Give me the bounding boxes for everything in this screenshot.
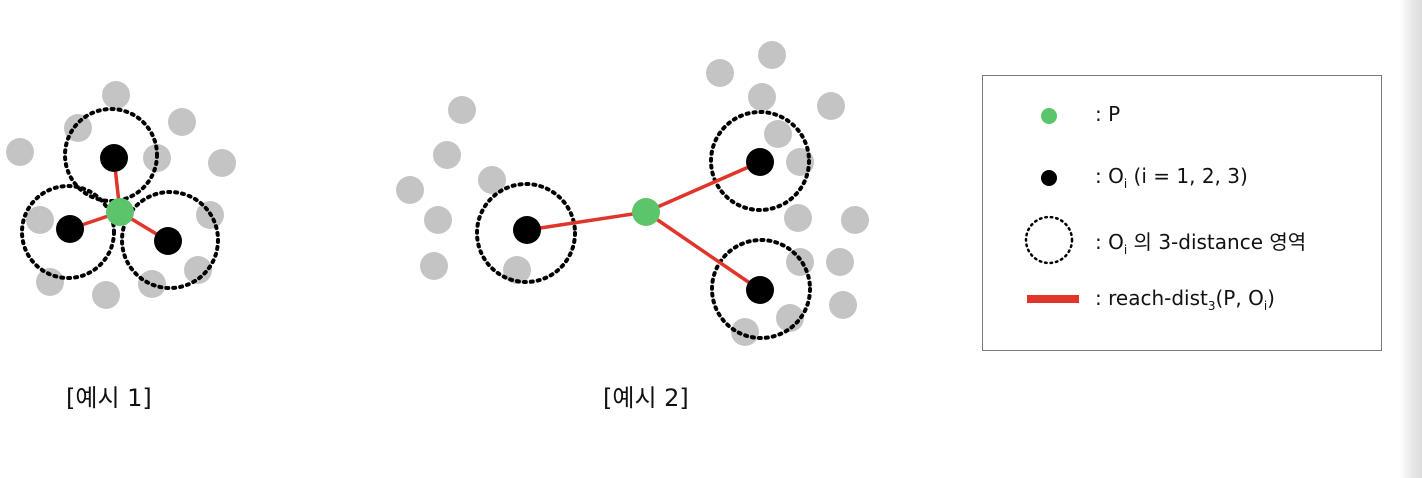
- neighbor-point: [731, 318, 759, 346]
- example-1-neighbors: [6, 81, 236, 309]
- legend-box: : P : Oi (i = 1, 2, 3) : Oi 의 3-distance…: [982, 75, 1382, 351]
- legend-label-circle: : Oi 의 3-distance 영역: [1095, 230, 1307, 257]
- o-point: [746, 276, 774, 304]
- neighbor-point: [420, 252, 448, 280]
- legend-row-line: : reach-dist3(P, Oi): [983, 280, 1381, 320]
- neighbor-point: [64, 114, 92, 142]
- o-point: [746, 148, 774, 176]
- black-dot-icon: [1041, 170, 1057, 186]
- neighbor-point: [764, 120, 792, 148]
- example-2-caption: [예시 2]: [603, 384, 689, 412]
- neighbor-point: [826, 248, 854, 276]
- neighbor-point: [784, 204, 812, 232]
- o-point: [100, 144, 128, 172]
- example-1-o-points: [56, 144, 182, 255]
- distance-circle: [475, 182, 577, 284]
- neighbor-point: [396, 176, 424, 204]
- neighbor-point: [841, 206, 869, 234]
- distance-circle: [709, 110, 811, 212]
- neighbor-point: [433, 141, 461, 169]
- example-2-distance-circles: [475, 110, 812, 340]
- neighbor-point: [829, 291, 857, 319]
- legend-label-p: : P: [1095, 102, 1121, 126]
- neighbor-point: [448, 96, 476, 124]
- distance-circle: [20, 184, 116, 280]
- o-point: [154, 227, 182, 255]
- neighbor-point: [758, 41, 786, 69]
- window-edge-shadow: [1400, 0, 1422, 478]
- neighbor-point: [102, 81, 130, 109]
- example-1-p-point: [106, 198, 134, 226]
- neighbor-point: [748, 83, 776, 111]
- o-point: [513, 216, 541, 244]
- example-1-distance-circles: [20, 107, 220, 290]
- legend-row-o: : Oi (i = 1, 2, 3): [983, 158, 1381, 198]
- neighbor-point: [92, 281, 120, 309]
- example-2-p-point: [632, 198, 660, 226]
- reach-line: [645, 210, 761, 292]
- neighbor-point: [208, 149, 236, 177]
- neighbor-point: [26, 206, 54, 234]
- distance-circle: [63, 107, 159, 203]
- legend-row-circle: : Oi 의 3-distance 영역: [983, 215, 1381, 265]
- green-dot-icon: [1041, 108, 1057, 124]
- neighbor-point: [706, 59, 734, 87]
- neighbor-point: [776, 304, 804, 332]
- reach-line: [645, 160, 761, 214]
- example-2-reach-lines: [526, 160, 761, 292]
- legend-label-o: : Oi (i = 1, 2, 3): [1095, 164, 1248, 191]
- neighbor-point: [6, 138, 34, 166]
- example-1-caption: [예시 1]: [66, 384, 152, 412]
- neighbor-point: [817, 92, 845, 120]
- dotted-circle-icon: [1024, 215, 1074, 265]
- red-line-icon: [1027, 295, 1079, 303]
- example-2-neighbors: [396, 41, 869, 346]
- neighbor-point: [478, 166, 506, 194]
- distance-circle: [120, 190, 220, 290]
- neighbor-point: [184, 256, 212, 284]
- legend-row-p: : P: [983, 96, 1381, 136]
- legend-label-line: : reach-dist3(P, Oi): [1095, 286, 1275, 313]
- example-2-o-points: [513, 148, 774, 304]
- reach-line: [526, 210, 647, 232]
- neighbor-point: [168, 108, 196, 136]
- distance-circle: [710, 238, 812, 340]
- neighbor-point: [503, 256, 531, 284]
- o-point: [56, 215, 84, 243]
- neighbor-point: [786, 248, 814, 276]
- neighbor-point: [424, 206, 452, 234]
